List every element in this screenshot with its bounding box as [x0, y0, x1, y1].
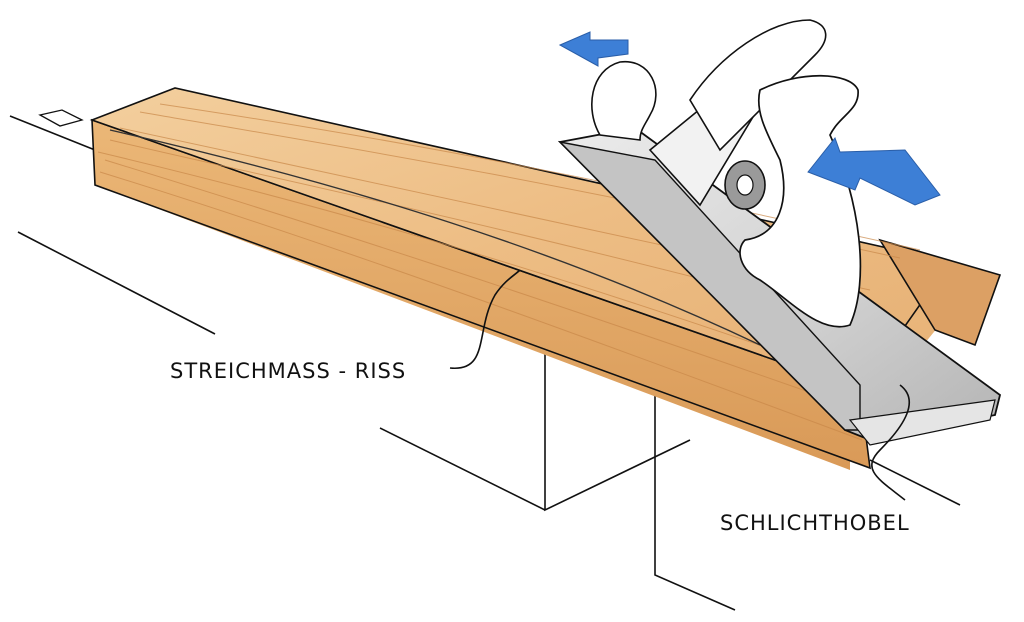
label-gauge-line: STREICHMASS - RISS [170, 359, 406, 383]
plane-lever-cap [689, 19, 827, 152]
smoothing-plane [557, 19, 1002, 446]
arrow-left-icon [558, 31, 629, 67]
plane-adjust-wheel [724, 160, 766, 210]
arrow-left-icon [807, 136, 941, 206]
leader-lines [449, 269, 911, 501]
gauge-line-mark [109, 129, 761, 346]
leader-plane [871, 384, 911, 501]
plane-sole-edge [848, 399, 996, 446]
arrow-push-icon [807, 136, 941, 206]
board-end-grain [878, 238, 1002, 347]
leader-gauge-line [449, 269, 521, 369]
arrow-back-icon [558, 31, 629, 67]
plane-front-knob [591, 61, 657, 141]
workbench-lines [9, 109, 961, 611]
plane-cheek [557, 140, 861, 431]
label-smoothing-plane: SCHLICHTHOBEL [720, 511, 910, 535]
wood-grain [97, 103, 921, 441]
hand-on-handle [739, 74, 862, 328]
